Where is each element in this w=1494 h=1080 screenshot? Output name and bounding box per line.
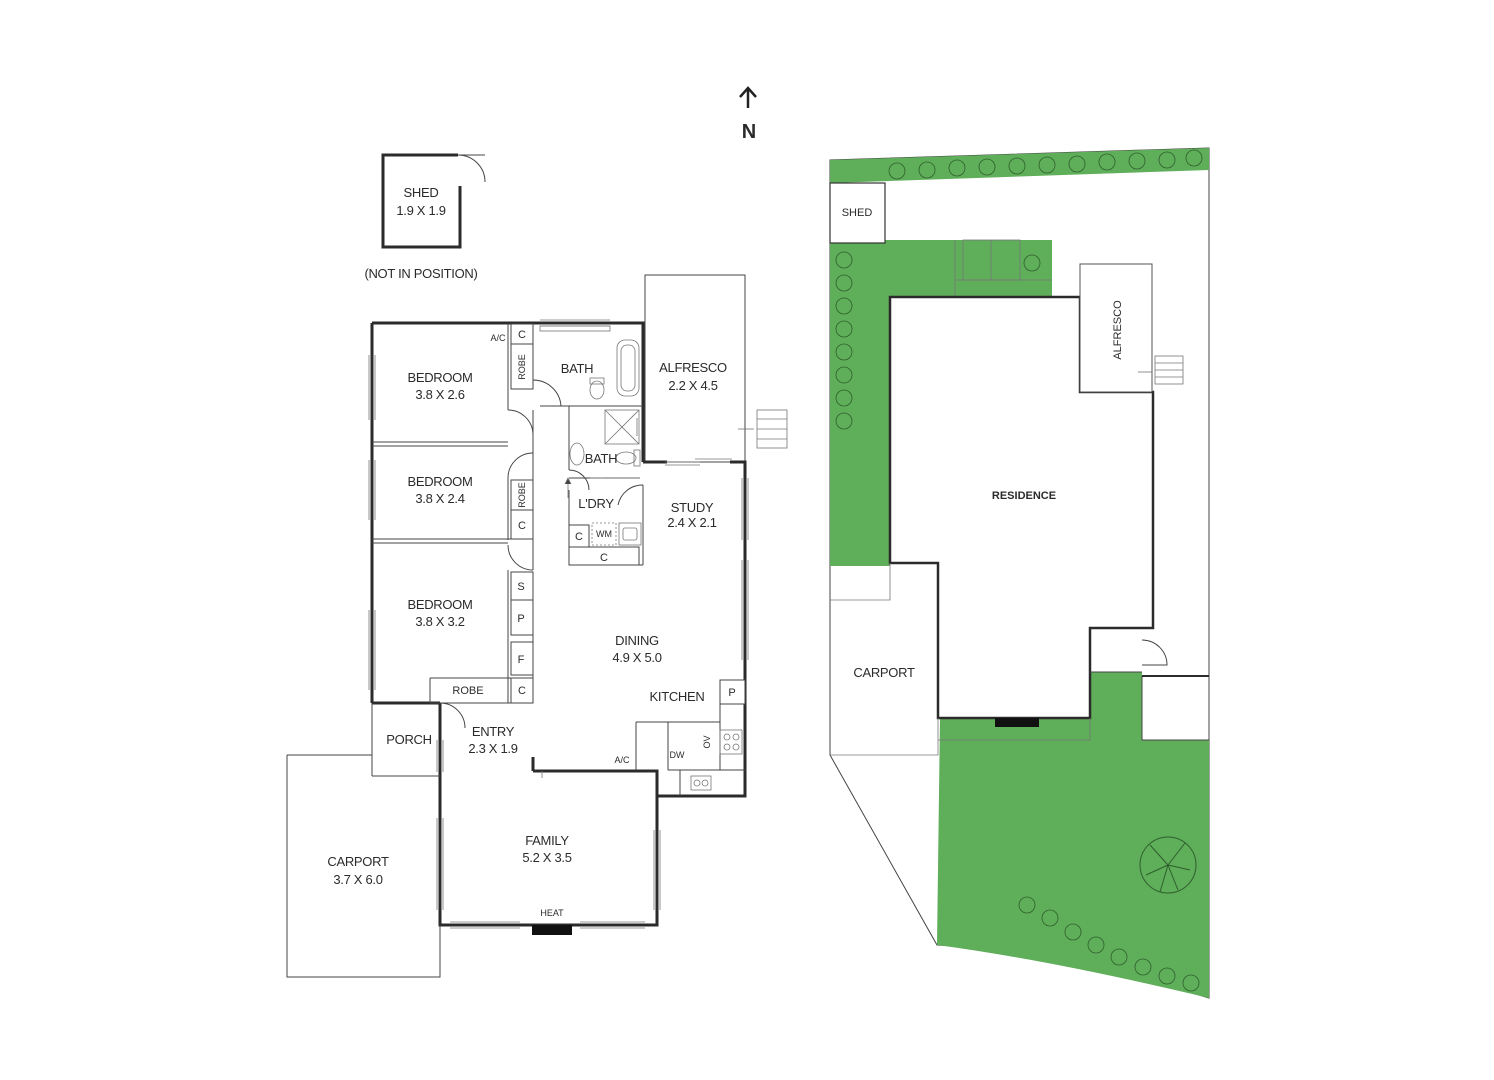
closet-label-laundry-bench: C	[600, 552, 608, 564]
fridge-label: F	[518, 654, 525, 666]
tree-row-bottom	[1018, 896, 1200, 992]
closet-label-2: C	[518, 520, 526, 532]
site-shed-label: SHED	[842, 207, 873, 219]
washer-label: WM	[596, 529, 612, 539]
dining-name: DINING	[615, 633, 659, 648]
site-carport-label: CARPORT	[853, 665, 915, 680]
carport-size: 3.7 X 6.0	[333, 872, 382, 887]
study-name: STUDY	[671, 500, 714, 515]
shed-name: SHED	[404, 185, 439, 200]
closet-label-3: C	[518, 685, 526, 697]
bedroom1-size: 3.8 X 2.6	[415, 387, 464, 402]
large-tree-icon	[1139, 836, 1197, 894]
pantry-label-kitchen: P	[728, 687, 735, 699]
pantry-label-hall: P	[517, 613, 524, 625]
kitchen-name: KITCHEN	[650, 689, 705, 704]
alfresco-name: ALFRESCO	[659, 360, 727, 375]
carport-name: CARPORT	[327, 854, 389, 869]
carport-outline	[286, 754, 441, 978]
tree-row-top	[888, 149, 1203, 180]
bedroom1-name: BEDROOM	[407, 370, 472, 385]
north-compass: N	[739, 86, 757, 143]
bedroom3-size: 3.8 X 3.2	[415, 614, 464, 629]
shed-size: 1.9 X 1.9	[396, 203, 445, 218]
site-residence-label: RESIDENCE	[992, 490, 1056, 502]
north-arrow-icon	[739, 86, 757, 108]
north-label: N	[742, 121, 756, 143]
bath-ensuite-name: BATH	[585, 451, 618, 466]
alfresco-steps	[738, 409, 788, 449]
site-alfresco-label: ALFRESCO	[1112, 300, 1124, 360]
heater-unit	[532, 925, 572, 935]
bedroom2-name: BEDROOM	[407, 474, 472, 489]
dishwasher-label: DW	[670, 750, 685, 760]
bedroom2-size: 3.8 X 2.4	[415, 491, 464, 506]
robe-label-2: ROBE	[517, 482, 527, 508]
robe-label-1: ROBE	[517, 354, 527, 380]
entry-name: ENTRY	[472, 724, 515, 739]
tree-row-left	[835, 251, 853, 430]
house-floor-plan: BEDROOM 3.8 X 2.6 BEDROOM 3.8 X 2.4 BEDR…	[286, 274, 788, 978]
study-size: 2.4 X 2.1	[667, 515, 716, 530]
ac-label-dining: A/C	[614, 755, 630, 765]
dining-size: 4.9 X 5.0	[612, 650, 661, 665]
heater-label: HEAT	[540, 908, 564, 918]
robe-label-3: ROBE	[452, 685, 483, 697]
porch-name: PORCH	[386, 732, 431, 747]
ac-label-bedroom: A/C	[490, 333, 506, 343]
closet-label-1: C	[518, 329, 526, 341]
oven-label: OV	[702, 735, 712, 748]
family-size: 5.2 X 3.5	[522, 850, 571, 865]
bedroom3-name: BEDROOM	[407, 597, 472, 612]
alfresco-size: 2.2 X 4.5	[668, 378, 717, 393]
site-plan: SHED RESIDENCE ALFRESCO CARPORT	[829, 147, 1210, 999]
entry-size: 2.3 X 1.9	[468, 741, 517, 756]
shed-note: (NOT IN POSITION)	[364, 266, 477, 281]
bath-fixtures	[539, 325, 641, 467]
closet-label-laundry: C	[575, 531, 583, 543]
family-name: FAMILY	[525, 833, 569, 848]
shelf-label: S	[517, 581, 524, 593]
laundry-name: L'DRY	[578, 496, 614, 511]
shed-plan: SHED 1.9 X 1.9 (NOT IN POSITION)	[364, 153, 486, 281]
bath-main-name: BATH	[561, 361, 594, 376]
